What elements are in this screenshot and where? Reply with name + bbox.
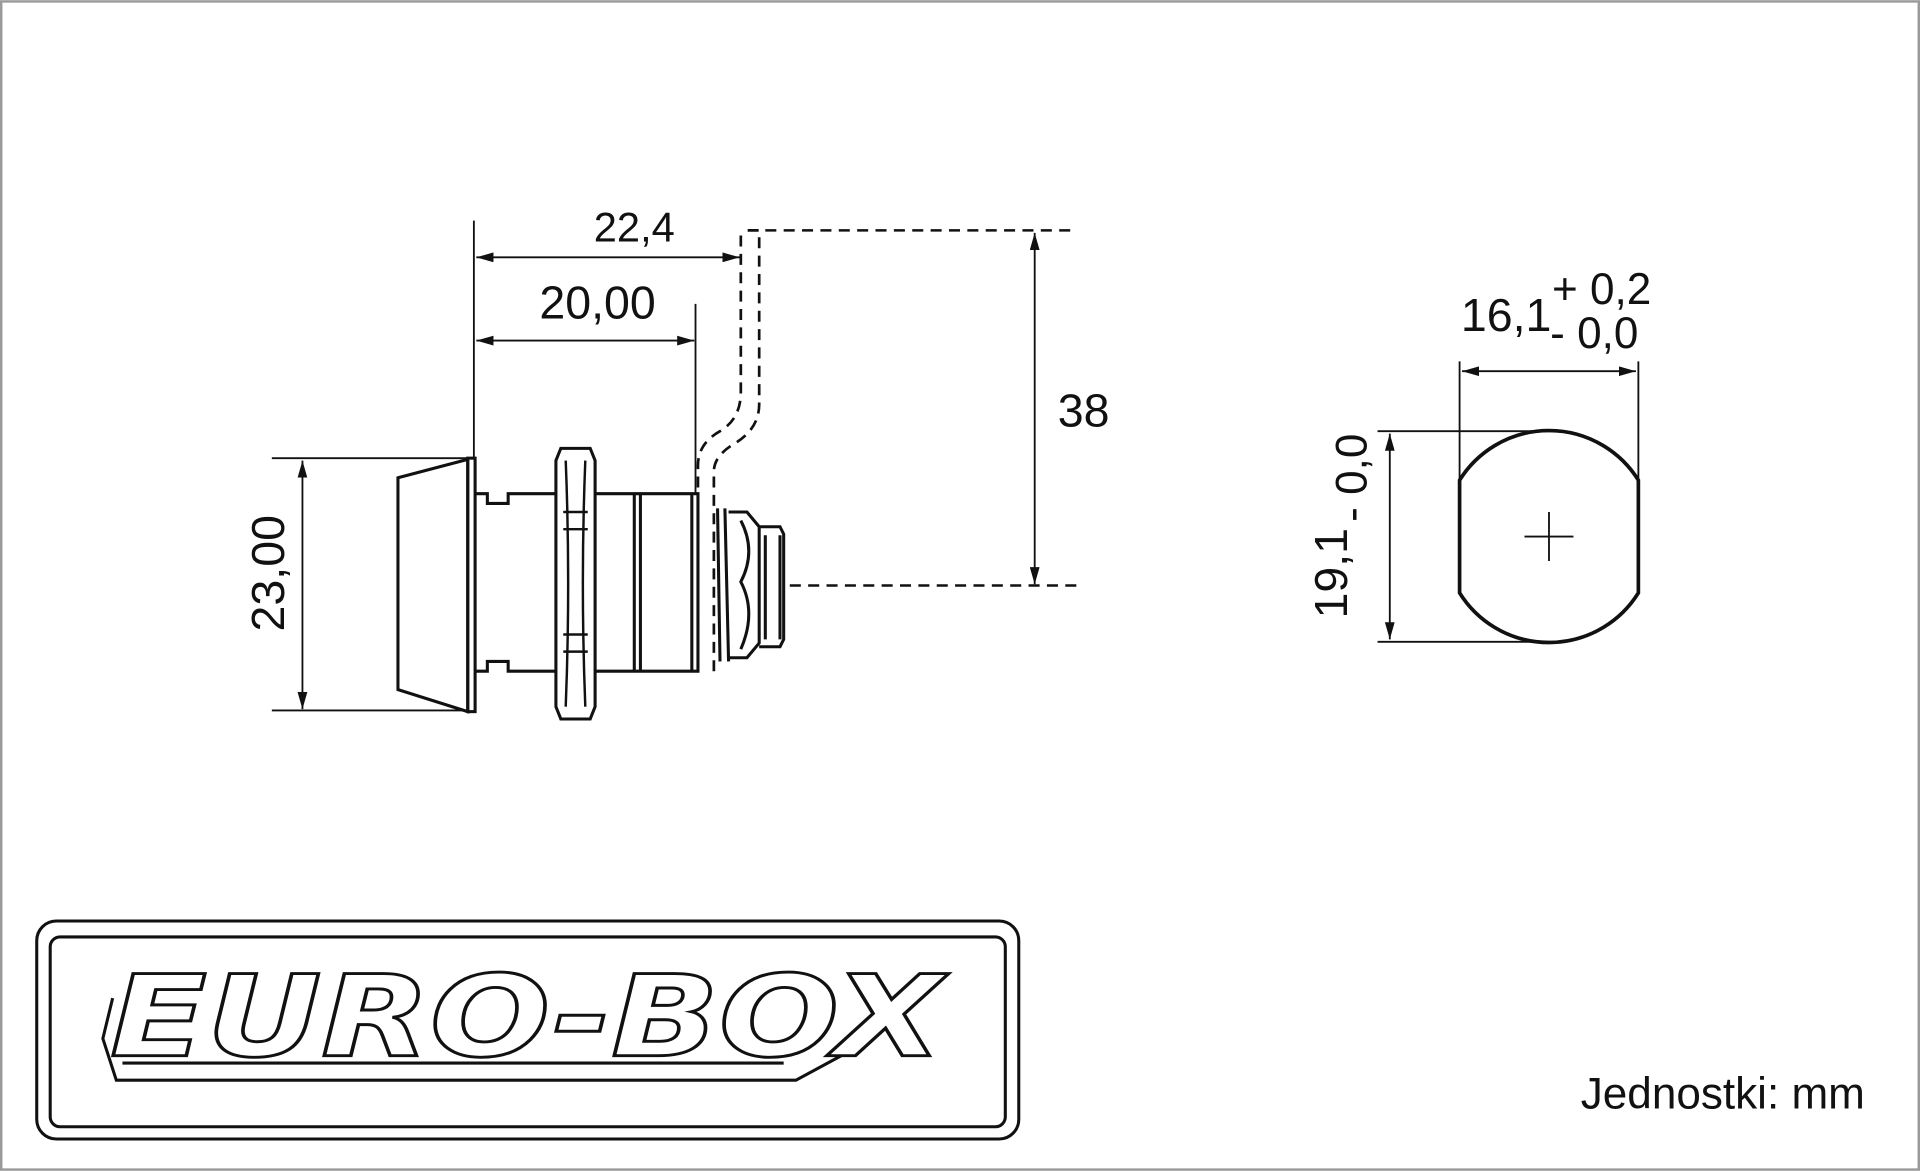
dim-cam-height: 19,1	[1305, 528, 1357, 619]
dim-cam-height-tol: - 0,0	[1328, 434, 1377, 522]
euro-box-logo: EURO-BOX	[35, 919, 1021, 1141]
dim-length-body: 20,00	[539, 277, 655, 329]
logo-text: EURO-BOX	[110, 951, 949, 1083]
lock-side-view	[396, 229, 786, 721]
dim-height-knob: 23,00	[242, 515, 294, 631]
hex-nut	[554, 446, 597, 721]
knob-flange	[466, 456, 477, 714]
dim-cam-length: 38	[1058, 384, 1110, 436]
dimension-lines	[271, 220, 1078, 712]
dim-cam-width: 16,1	[1461, 289, 1552, 341]
dim-length-total: 22,4	[594, 203, 675, 250]
units-label: Jednostki: mm	[1581, 1069, 1865, 1118]
dim-cam-width-tol-plus: + 0,2	[1552, 265, 1651, 314]
center-cross	[1524, 512, 1574, 562]
lock-body	[475, 492, 700, 673]
dim-cam-width-tol-minus: - 0,0	[1550, 309, 1638, 358]
cam-end-view	[1377, 361, 1641, 645]
